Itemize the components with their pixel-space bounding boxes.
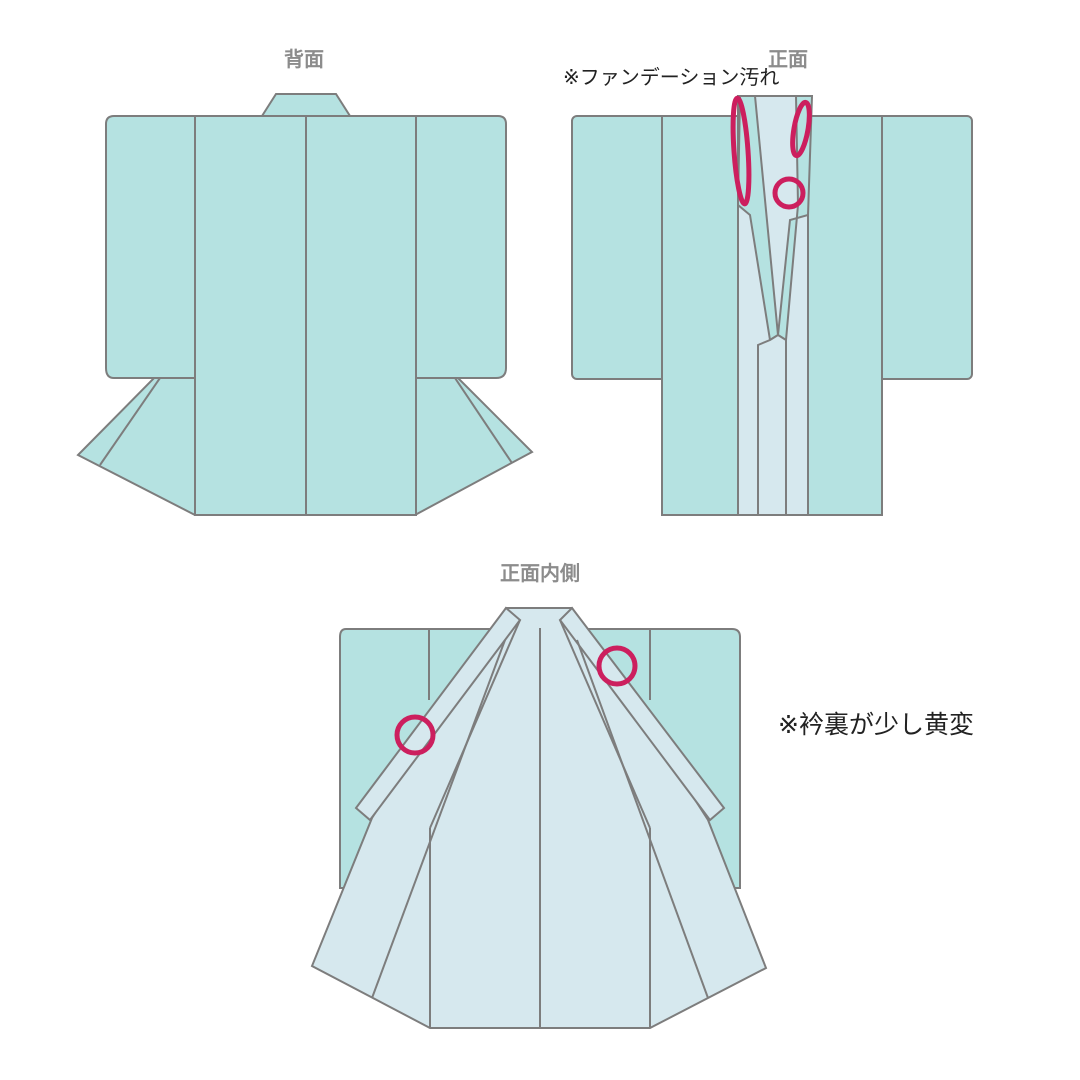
inner-note: ※衿裏が少し黄変: [778, 710, 974, 739]
back-gusset-right: [454, 377, 513, 464]
front-stain-marker-2: [790, 99, 812, 159]
front-sleeve-left: [571, 115, 673, 380]
inner-seam-r2: [576, 639, 709, 999]
back-gusset-left: [99, 377, 161, 466]
front-view: [571, 95, 973, 516]
front-stain-marker-3: [772, 176, 806, 210]
front-title: 正面: [768, 47, 808, 71]
inner-seam-r3: [559, 619, 651, 829]
inner-title: 正面内側: [500, 561, 580, 585]
front-stain-marker-1: [730, 95, 752, 207]
front-placket: [757, 333, 787, 516]
back-collar: [260, 93, 352, 117]
inner-yellowing-marker-2: [394, 714, 436, 756]
back-view: [76, 93, 534, 516]
inner-seam-l3: [429, 619, 521, 829]
inner-seam-l2: [371, 639, 506, 999]
front-note: ※ファンデーション汚れ: [563, 65, 779, 89]
inner-yellowing-marker-1: [596, 645, 638, 687]
front-sleeve-right: [871, 115, 973, 380]
back-title: 背面: [284, 47, 324, 71]
inner-view: [310, 606, 768, 1029]
inner-collar-left: [354, 606, 522, 822]
